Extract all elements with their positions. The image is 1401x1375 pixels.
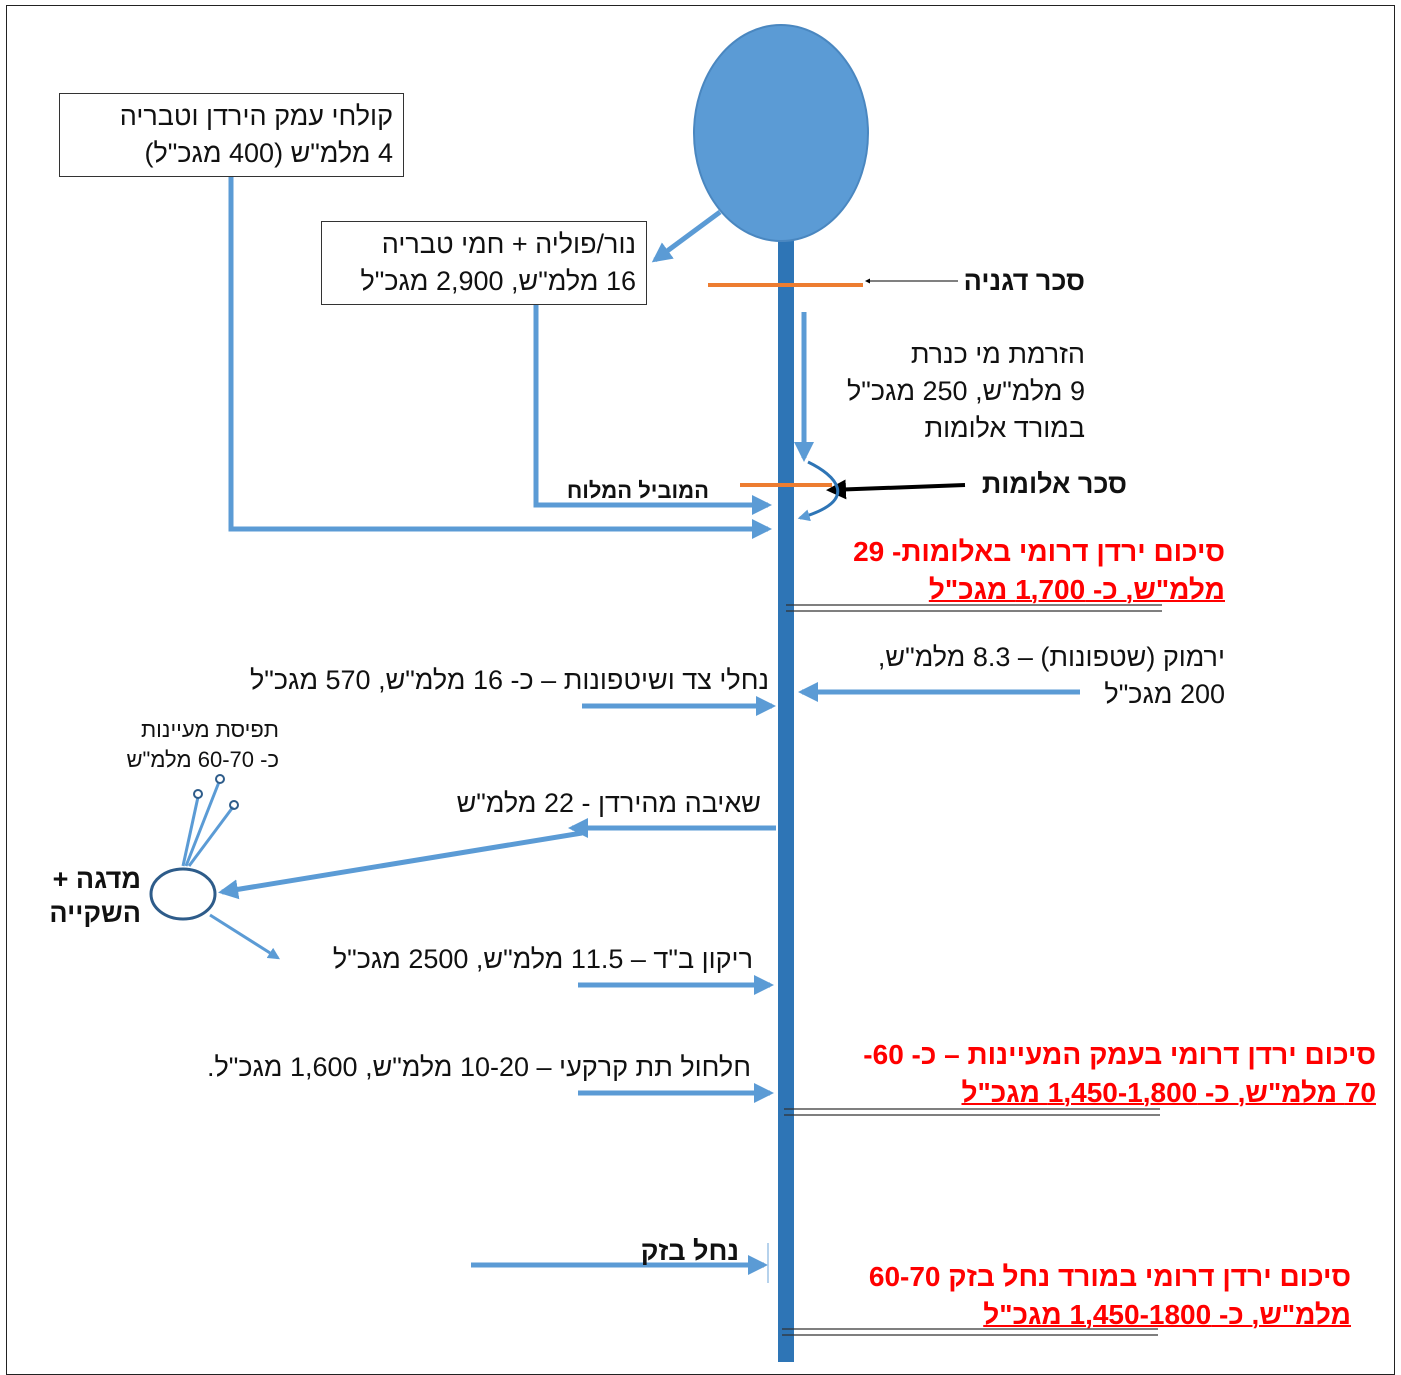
springs-valley-summary-line2: 70 מלמ"ש, כ- 1,450-1,800 מגכ"ל [961,1077,1376,1108]
alumot-summary: סיכום ירדן דרומי באלומות- 29 מלמ"ש, כ- 1… [853,533,1225,609]
kulchim-box: קולחי עמק הירדן וטבריה 4 מלמ"ש (400 מגכ"… [59,93,404,177]
kinneret-lake [693,24,869,242]
springs-capture-line2: כ- 60-70 מלמ"ש [126,747,280,772]
kinneret-release-line3: במורד אלומות [924,413,1085,443]
yarmouk-label: ירמוק (שטפונות) – 8.3 מלמ"ש, 200 מגכ"ל [878,639,1225,713]
springs-capture-line1: תפיסת מעיינות [140,717,279,742]
saline-carrier-label: המוביל המלוח [566,478,709,503]
alumot-dam-label: סכר אלומות [981,469,1127,499]
groundwater-label: חלחול תת קרקעי – 10-20 מלמ"ש, 1,600 מגכ"… [206,1052,751,1082]
kinneret-release-line2: 9 מלמ"ש, 250 מגכ"ל [846,376,1085,406]
summary-line-alumot [786,604,1162,612]
fish-ponds-line1: מדגה + [52,864,141,894]
fish-ponds-label: מדגה + השקייה [49,862,141,930]
springs-valley-summary-line1: סיכום ירדן דרומי בעמק המעיינות – כ- 60- [863,1039,1376,1070]
nur-box: נור/פוליה + חמי טבריה 16 מלמ"ש, 2,900 מג… [321,221,647,305]
alumot-summary-line1: סיכום ירדן דרומי באלומות- 29 [853,536,1225,567]
summary-line-springs [784,1108,1160,1116]
drainage-label: ריקון ב"ד – 11.5 מלמ"ש, 2500 מגכ"ל [332,944,753,974]
pumping-label: שאיבה מהירדן - 22 מלמ"ש [456,788,761,818]
springs-capture-label: תפיסת מעיינות כ- 60-70 מלמ"ש [127,715,280,775]
bezek-summary: סיכום ירדן דרומי במורד נחל בזק 60-70 מלמ… [869,1258,1351,1334]
nahal-bezek-label: נחל בזק [640,1236,739,1266]
pumping-to-ponds-arrow [218,830,583,900]
saline-carrier-arrow [533,305,772,515]
alumot-summary-line2: מלמ"ש, כ- 1,700 מגכ"ל [928,574,1225,605]
degania-dam-label: סכר דגניה [963,266,1085,296]
springs-capture-lines [181,774,239,867]
alumot-pointer-arrow [826,479,966,500]
bezek-summary-line2: מלמ"ש, כ- 1,450-1800 מגכ"ל [983,1299,1351,1330]
lake-to-nur-arrow [651,209,722,263]
kulchim-flow-arrow [228,176,772,539]
side-streams-label: נחלי צד ושיטפונות – כ- 16 מלמ"ש, 570 מגכ… [249,665,769,695]
springs-valley-summary: סיכום ירדן דרומי בעמק המעיינות – כ- 60- … [863,1036,1376,1112]
yarmouk-line1: ירמוק (שטפונות) – 8.3 מלמ"ש, [877,642,1225,672]
fish-ponds-node [149,867,217,921]
yarmouk-line2: 200 מגכ"ל [1104,679,1225,709]
bezek-summary-line1: סיכום ירדן דרומי במורד נחל בזק 60-70 [868,1261,1351,1292]
nur-line1: נור/פוליה + חמי טבריה [381,229,636,259]
kinneret-release-line1: הזרמת מי כנרת [910,339,1085,369]
kulchim-line1: קולחי עמק הירדן וטבריה [119,101,393,131]
summary-line-bezek [782,1328,1158,1336]
alumot-bypass-curve [797,460,840,522]
fish-ponds-line2: השקייה [49,898,141,928]
nur-line2: 16 מלמ"ש, 2,900 מגכ"ל [360,266,636,296]
jordan-river-line [778,200,794,1362]
ponds-drainage-arrow [209,913,281,960]
kinneret-release-label: הזרמת מי כנרת 9 מלמ"ש, 250 מגכ"ל במורד א… [847,336,1085,447]
kulchim-line2: 4 מלמ"ש (400 מגכ"ל) [144,138,393,168]
